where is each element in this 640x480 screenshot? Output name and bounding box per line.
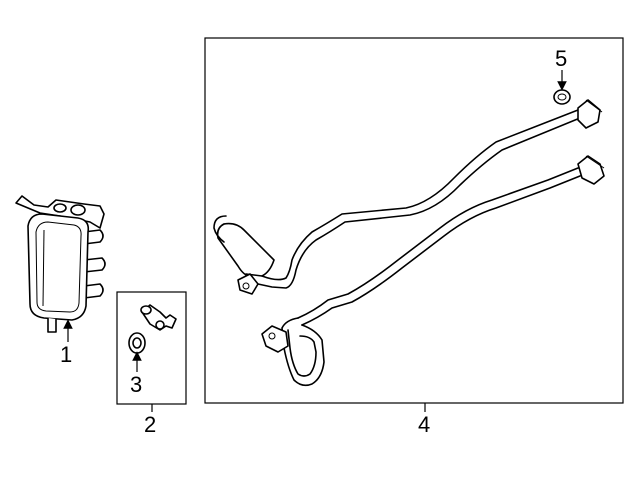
line-washer-part (553, 89, 571, 105)
cooler-lines-box (204, 37, 624, 404)
callout-2: 2 (144, 412, 156, 437)
washer-part (128, 332, 146, 354)
oil-cooler-part (15, 195, 106, 333)
callout-4: 4 (418, 412, 430, 437)
fitting-kit-group (116, 291, 187, 405)
upper-cooler-line-part (213, 99, 603, 295)
callout-3: 3 (130, 372, 142, 397)
cooler-lines-group (204, 37, 624, 404)
callout-5: 5 (555, 46, 567, 71)
lower-cooler-line-part (261, 155, 605, 387)
callout-1: 1 (60, 342, 72, 367)
connector-fitting-part (140, 304, 177, 331)
